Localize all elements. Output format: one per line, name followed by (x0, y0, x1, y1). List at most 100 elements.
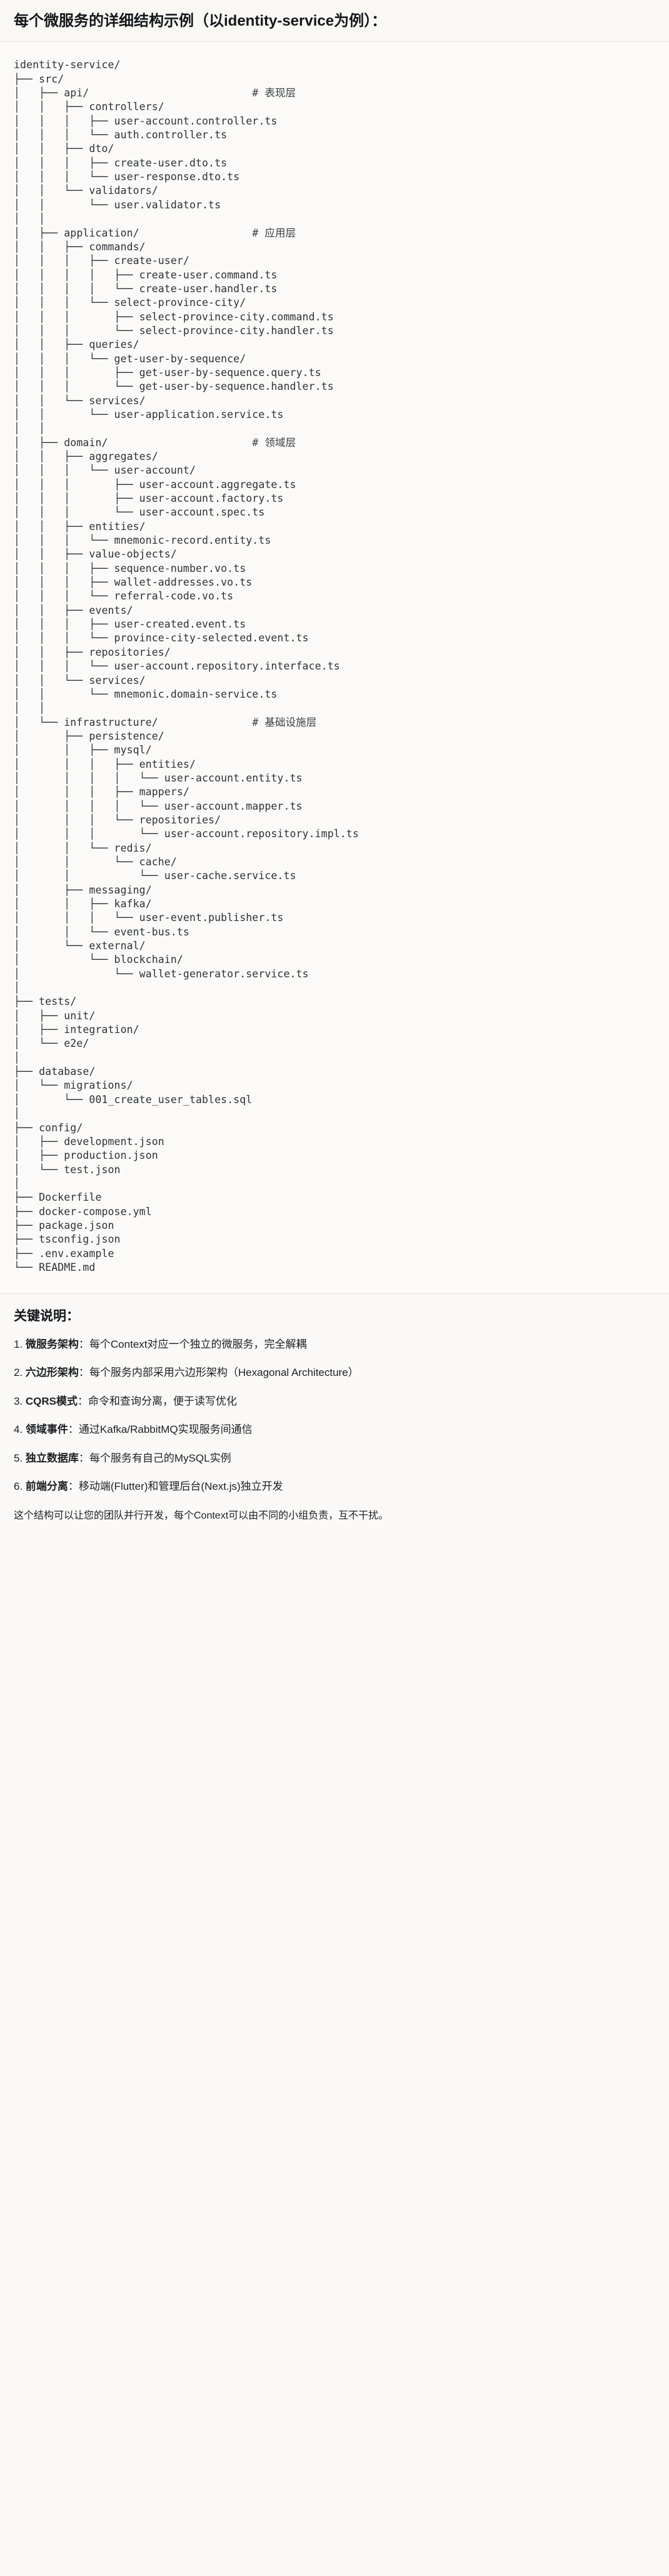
tree-line: │ │ │ ├── user-created.event.ts (14, 618, 246, 631)
key-note-item: 1. 微服务架构：每个Context对应一个独立的微服务，完全解耦 (14, 1336, 655, 1353)
tree-line: │ │ (14, 702, 46, 715)
page-title: 每个微服务的详细结构示例（以identity-service为例）： (14, 13, 387, 29)
tree-line: │ ├── unit/ (14, 1009, 96, 1022)
tree-line: identity-service/ (14, 59, 121, 71)
key-notes-section: 关键说明： 1. 微服务架构：每个Context对应一个独立的微服务，完全解耦 2… (0, 1294, 669, 1537)
tree-line: │ ├── persistence/ (14, 730, 164, 742)
tree-line: │ │ ├── controllers/ (14, 101, 164, 113)
tree-line-comment: # 基础设施层 (252, 716, 317, 728)
key-note-separator: ： (78, 1367, 89, 1379)
key-note-number: 4. (14, 1423, 26, 1436)
tree-line: │ │ │ │ └── user-account.mapper.ts (14, 800, 303, 812)
tree-line: │ │ │ └── get-user-by-sequence.handler.t… (14, 380, 334, 393)
tree-line: ├── docker-compose.yml (14, 1205, 152, 1218)
key-note-body: 每个Context对应一个独立的微服务，完全解耦 (89, 1338, 307, 1350)
tree-line: │ │ │ │ ├── create-user.command.ts (14, 268, 278, 281)
tree-line: │ │ │ └── user-event.publisher.ts (14, 912, 284, 924)
key-note-term: 领域事件 (25, 1423, 68, 1436)
tree-line: └── README.md (14, 1261, 96, 1273)
tree-line: │ │ └── validators/ (14, 185, 158, 197)
key-note-number: 2. (14, 1367, 26, 1379)
directory-tree: identity-service/ ├── src/│ ├── api/ # 表现… (14, 58, 655, 1275)
tree-line: │ │ └── redis/ (14, 842, 152, 854)
tree-line: │ └── wallet-generator.service.ts (14, 967, 309, 980)
key-note-term: 微服务架构 (25, 1338, 79, 1350)
tree-line: │ │ │ └── referral-code.vo.ts (14, 590, 234, 603)
key-note-term: 独立数据库 (25, 1452, 79, 1464)
tree-line: │ (14, 982, 21, 994)
directory-tree-section: identity-service/ ├── src/│ ├── api/ # 表现… (0, 42, 669, 1295)
key-note-body: 每个服务有自己的MySQL实例 (89, 1452, 231, 1464)
tree-line: │ │ ├── repositories/ (14, 646, 171, 658)
tree-line: │ └── e2e/ (14, 1037, 89, 1050)
tree-line: │ │ ├── events/ (14, 604, 133, 616)
tree-line: │ │ │ ├── get-user-by-sequence.query.ts (14, 366, 321, 379)
tree-line: ├── tests/ (14, 995, 77, 1008)
tree-line: │ └── external/ (14, 940, 146, 952)
tree-line: │ │ ├── queries/ (14, 339, 139, 351)
key-notes-title: 关键说明： (14, 1309, 79, 1324)
key-note-number: 3. (14, 1395, 26, 1407)
tree-line: │ │ (14, 213, 46, 225)
page-root: 每个微服务的详细结构示例（以identity-service为例）： ident… (0, 0, 669, 1537)
key-note-body: 通过Kafka/RabbitMQ实现服务间通信 (78, 1423, 253, 1436)
tree-line-path: │ ├── domain/ (14, 436, 253, 449)
tree-line: │ └── test.json (14, 1163, 121, 1176)
tree-line: │ ├── production.json (14, 1149, 158, 1162)
tree-line: │ └── migrations/ (14, 1079, 133, 1092)
key-note-number: 5. (14, 1452, 26, 1464)
tree-line: │ │ │ └── select-province-city.handler.t… (14, 324, 334, 337)
tree-line: │ │ ├── aggregates/ (14, 451, 158, 463)
tree-line: │ │ │ └── user-account.repository.interf… (14, 660, 340, 673)
tree-line: │ │ └── cache/ (14, 855, 177, 868)
key-note-number: 6. (14, 1480, 26, 1493)
tree-line: ├── src/ (14, 73, 64, 85)
key-note-item: 5. 独立数据库：每个服务有自己的MySQL实例 (14, 1450, 655, 1467)
tree-line: │ ├── development.json (14, 1135, 164, 1148)
tree-line: ├── tsconfig.json (14, 1233, 121, 1246)
tree-line: ├── Dockerfile (14, 1191, 102, 1204)
directory-tree-code: identity-service/ ├── src/│ ├── api/ # 表现… (14, 58, 655, 1275)
tree-line: │ │ ├── entities/ (14, 520, 146, 532)
tree-line-comment: # 领域层 (252, 436, 296, 449)
key-note-item: 4. 领域事件：通过Kafka/RabbitMQ实现服务间通信 (14, 1422, 655, 1438)
key-note-body: 移动端(Flutter)和管理后台(Next.js)独立开发 (78, 1480, 283, 1493)
tree-line: │ │ │ └── user-account.repository.impl.t… (14, 828, 359, 840)
tree-line-comment: # 表现层 (252, 87, 296, 99)
key-notes-list: 1. 微服务架构：每个Context对应一个独立的微服务，完全解耦 2. 六边形架… (14, 1336, 655, 1495)
tree-line: │ │ (14, 422, 46, 435)
heading-section: 每个微服务的详细结构示例（以identity-service为例）： (0, 0, 669, 43)
tree-line: │ └── infrastructure/ # 基础设施层 (14, 716, 655, 730)
tree-line: │ │ │ ├── user-account.aggregate.ts (14, 478, 296, 491)
tree-line: │ ├── integration/ (14, 1024, 139, 1036)
key-note-separator: ： (78, 1338, 89, 1350)
key-note-item: 6. 前端分离：移动端(Flutter)和管理后台(Next.js)独立开发 (14, 1479, 655, 1495)
tree-line: │ │ ├── value-objects/ (14, 548, 177, 561)
tree-line: │ │ └── user-application.service.ts (14, 408, 284, 420)
tree-line: │ │ └── services/ (14, 394, 146, 407)
tree-line: │ ├── api/ # 表现层 (14, 86, 655, 100)
tree-line: │ ├── domain/ # 领域层 (14, 436, 655, 450)
tree-line: │ │ │ ├── sequence-number.vo.ts (14, 562, 246, 574)
key-note-term: 前端分离 (25, 1480, 68, 1493)
tree-line: ├── config/ (14, 1121, 83, 1134)
tree-line: ├── database/ (14, 1066, 96, 1078)
key-note-body: 命令和查询分离，便于读写优化 (88, 1395, 238, 1407)
closing-paragraph: 这个结构可以让您的团队并行开发，每个Context可以由不同的小组负责，互不干扰… (14, 1510, 389, 1521)
key-note-term: 六边形架构 (25, 1367, 79, 1379)
key-note-separator: ： (78, 1452, 89, 1464)
tree-line: │ │ ├── kafka/ (14, 898, 152, 910)
tree-line: │ │ └── event-bus.ts (14, 925, 189, 938)
key-note-separator: ： (68, 1480, 79, 1493)
tree-line: │ │ │ └── province-city-selected.event.t… (14, 632, 309, 644)
tree-line: │ │ ├── dto/ (14, 143, 114, 155)
tree-line: │ │ └── user-cache.service.ts (14, 870, 296, 882)
tree-line: │ │ │ └── user-account.spec.ts (14, 506, 265, 519)
key-note-term: CQRS模式 (25, 1395, 78, 1407)
tree-line: │ │ │ └── user-response.dto.ts (14, 171, 240, 183)
tree-line: │ │ ├── mysql/ (14, 744, 152, 756)
tree-line: │ │ │ └── auth.controller.ts (14, 129, 228, 141)
key-note-separator: ： (68, 1423, 79, 1436)
tree-line: │ │ │ └── user-account/ (14, 464, 196, 477)
tree-line: │ │ │ └── repositories/ (14, 813, 221, 826)
